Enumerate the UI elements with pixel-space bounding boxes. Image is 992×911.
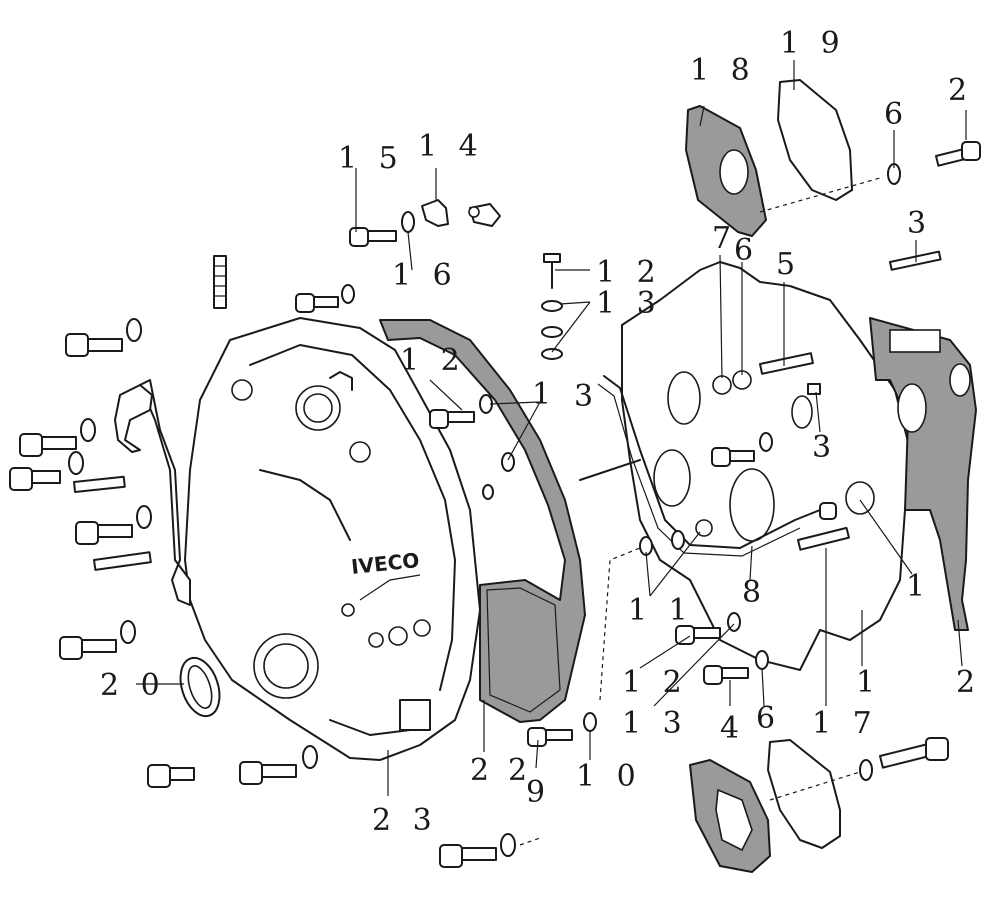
callout-label-c13: 3 (907, 206, 932, 241)
callout-label-c19: 1 (906, 569, 931, 604)
callout-label-c23: 4 (720, 711, 745, 746)
callout-label-c5: 1 3 (596, 286, 662, 321)
inspection-cover-top (685, 79, 981, 271)
leader-lines (136, 60, 967, 846)
callout-label-c15: 6 (734, 233, 759, 268)
bracket-bolt-set (349, 199, 501, 247)
callout-label-c20: 1 1 (628, 593, 694, 628)
callout-label-c4: 1 2 (596, 255, 662, 290)
callout-label-c28: 2 0 (100, 668, 166, 703)
back-plate (621, 261, 911, 671)
callout-label-c29: 2 (470, 753, 495, 788)
callout-label-c18: 8 (742, 575, 767, 610)
callout-label-c24: 6 (756, 701, 781, 736)
callout-label-c30: 2 (508, 753, 533, 788)
callout-label-c17: 3 (812, 430, 837, 465)
callout-label-c7: 1 (532, 377, 557, 412)
callout-label-c25: 1 7 (812, 706, 878, 741)
callout-label-c16: 5 (776, 247, 801, 282)
callout-label-c3: 1 6 (392, 258, 458, 293)
callout-label-c22: 1 3 (622, 706, 688, 741)
callout-label-c10: 1 9 (780, 26, 846, 61)
plate-bolt-set (527, 530, 769, 747)
bolt-set-left (9, 284, 516, 868)
callout-label-c11: 2 (948, 73, 973, 108)
oil-seal-ring (179, 656, 221, 718)
callout-label-c32: 1 0 (576, 759, 642, 794)
rear-gasket (869, 317, 977, 631)
timing-cover (184, 317, 481, 761)
callout-label-c1: 1 5 (338, 141, 404, 176)
stud-vertical (213, 255, 227, 309)
callout-label-c9: 1 8 (690, 53, 756, 88)
left-bracket (114, 379, 191, 606)
callout-label-c12: 6 (884, 97, 909, 132)
inspection-cover-bottom (689, 737, 949, 873)
callout-label-c14: 7 (712, 221, 737, 256)
callout-label-c21: 1 2 (622, 665, 688, 700)
cover-gasket (379, 319, 586, 723)
callout-label-c2: 1 4 (418, 129, 484, 164)
callout-label-c31: 9 (526, 775, 551, 810)
callout-label-c6: 1 2 (400, 343, 466, 378)
callout-label-c33: 2 3 (372, 803, 438, 838)
callout-label-c26: 1 (856, 665, 881, 700)
callout-label-c27: 2 (956, 665, 981, 700)
callout-label-c8: 3 (574, 379, 599, 414)
cover-bolts-mid (368, 394, 515, 648)
